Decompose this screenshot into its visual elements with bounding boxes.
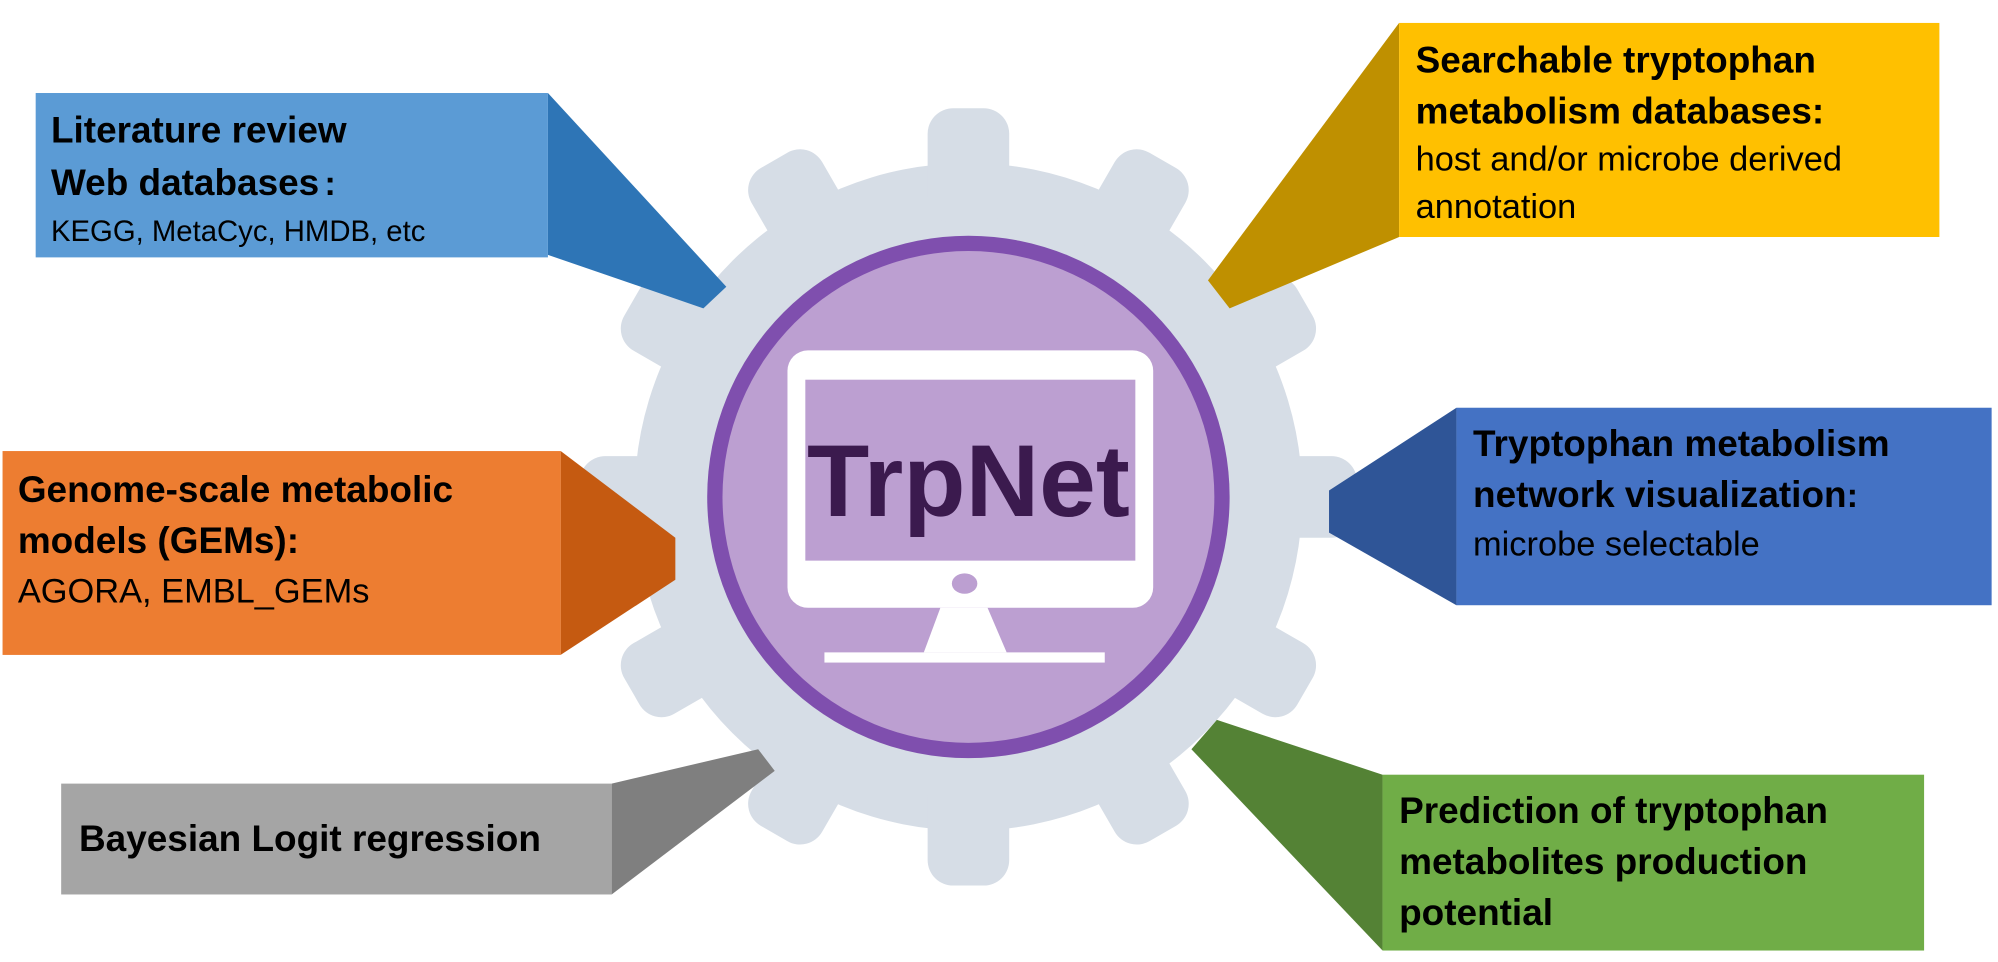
visualization-title: Tryptophan metabolism [1473,423,1890,464]
bayesian-callout [611,749,775,895]
gear-tooth [748,149,858,271]
monitor-icon [787,350,1154,663]
gear-tooth [1242,456,1358,538]
literature-detail: KEGG, MetaCyc, HMDB, etc [51,215,425,248]
gear-tooth [1194,607,1317,718]
gems-detail: AGORA, EMBL_GEMs [18,573,370,611]
visualization-subtitle: network visualization [1473,474,1847,515]
literature-title: Literature review [51,110,347,151]
literature-callout [547,93,727,309]
gear-tooth [927,770,1010,886]
visualization-callout [1329,407,1457,606]
prediction-title-3: potential [1399,892,1553,933]
databases-detail-2: annotation [1416,188,1577,226]
app-title: TrpNet [807,424,1130,538]
prediction-title: Prediction of tryptophan [1399,790,1828,831]
gems-callout [560,451,676,655]
databases-title: Searchable tryptophan [1416,40,1816,81]
databases-callout [1207,22,1400,309]
gear-tooth [620,276,743,386]
bayesian-box: Bayesian Logit regression [61,783,612,895]
visualization-box: Tryptophan metabolism network visualizat… [1456,407,1992,606]
prediction-box: Prediction of tryptophan metabolites pro… [1382,774,1925,951]
gear-tooth [927,108,1010,223]
databases-detail: host and/or microbe derived [1416,141,1842,179]
prediction-callout [1191,719,1383,951]
prediction-title-2: metabolites production [1399,841,1807,882]
svg-text:models (GEMs):: models (GEMs): [18,520,299,561]
literature-box: Literature review Web databases: KEGG, M… [35,93,548,258]
svg-text:Web databases:: Web databases: [51,162,336,203]
gems-title: Genome-scale metabolic [18,469,453,510]
gear-tooth [1079,723,1189,845]
literature-subtitle: Web databases [51,162,319,203]
gems-box: Genome-scale metabolic models (GEMs): AG… [2,451,561,655]
databases-title-2: metabolism databases: [1416,91,1825,132]
gear-tooth [1194,276,1317,386]
gear-tooth [620,607,743,718]
databases-box: Searchable tryptophan metabolism databas… [1399,22,1940,237]
svg-text:network visualization:: network visualization: [1473,474,1858,515]
gear-tooth [1079,149,1189,271]
bayesian-title: Bayesian Logit regression [79,818,541,859]
literature-colon: : [324,165,335,203]
visualization-detail: microbe selectable [1473,526,1760,564]
gems-subtitle: models (GEMs) [18,520,287,561]
gear-tooth [748,723,858,845]
visualization-colon: : [1847,477,1858,515]
gems-colon: : [287,520,299,561]
